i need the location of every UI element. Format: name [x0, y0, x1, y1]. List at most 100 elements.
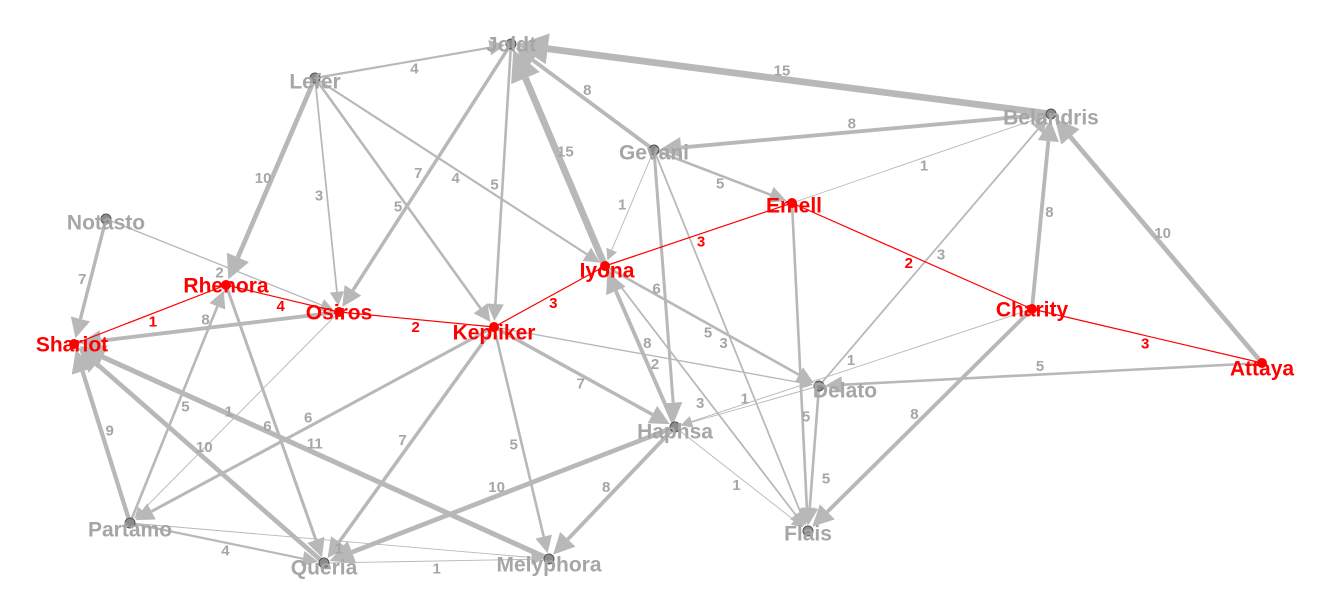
edge-line — [1030, 140, 1051, 310]
edge-charity-flais — [812, 307, 1034, 527]
edge-weight-label: 3 — [697, 234, 705, 251]
edge-line — [494, 43, 513, 305]
edge-line — [351, 43, 513, 292]
node-emell[interactable]: Emell — [766, 195, 822, 218]
edge-weight-label: 8 — [848, 116, 856, 133]
edge-line — [101, 354, 551, 562]
edge-weight-label: 5 — [716, 175, 724, 192]
arrowhead — [1037, 119, 1059, 143]
edge-line — [492, 326, 545, 537]
edge-line — [95, 362, 326, 565]
edge-weight-label: 1 — [149, 313, 157, 330]
node-rhenora[interactable]: Rhenora — [183, 275, 269, 298]
edge-line — [680, 112, 1052, 150]
node-label: Belandris — [1003, 107, 1099, 130]
edge-emell-charity — [791, 202, 1033, 310]
edge-delato-flais — [801, 385, 821, 526]
edge-weight-label: 9 — [105, 423, 113, 440]
arrowhead — [473, 303, 491, 323]
edge-weight-label: 7 — [414, 165, 422, 182]
edge-line — [604, 264, 800, 376]
node-dot — [787, 198, 797, 208]
node-joldt[interactable]: Joldt — [486, 34, 536, 57]
arrowhead — [824, 376, 843, 394]
edge-weight-label: 4 — [221, 542, 230, 559]
edge-weight-label: 8 — [643, 335, 651, 352]
edge-gevani-iyona — [606, 149, 655, 261]
node-label: Gevani — [619, 142, 689, 165]
edge-haphsa-queria — [329, 424, 676, 564]
edge-haphsa-iyona — [606, 271, 677, 428]
node-dot — [334, 307, 344, 317]
edge-line — [653, 148, 771, 196]
node-charity[interactable]: Charity — [996, 299, 1069, 322]
arrowhead — [329, 291, 345, 307]
edge-weight-label: 5 — [802, 409, 810, 426]
node-gevani[interactable]: Gevani — [619, 142, 689, 165]
edge-line — [323, 558, 532, 564]
edge-line — [841, 361, 1263, 387]
edge-line — [314, 46, 490, 80]
edge-line — [493, 325, 654, 417]
edge-weight-label: 4 — [276, 298, 285, 315]
edge-line — [566, 425, 677, 541]
edge-weight-label: 10 — [255, 170, 272, 187]
edge-weight-label: 5 — [394, 199, 402, 216]
node-iyona[interactable]: Iyona — [580, 260, 635, 283]
node-melyphora[interactable]: Melyphora — [496, 553, 602, 577]
arrowhead — [1032, 118, 1048, 134]
edge-line — [611, 149, 655, 251]
edge-weight-label: 8 — [602, 479, 610, 496]
node-dot — [543, 553, 555, 565]
edge-line — [652, 149, 675, 403]
edge-line — [73, 284, 227, 345]
node-notasto[interactable]: Notasto — [67, 212, 145, 235]
node-flais[interactable]: Flais — [784, 523, 832, 546]
node-label: Iyona — [580, 260, 635, 283]
arrowhead — [1054, 118, 1080, 145]
node-label: Joldt — [486, 34, 536, 57]
arrowhead — [663, 401, 683, 422]
edge-charity-belandris — [1030, 119, 1059, 310]
arrowhead — [606, 247, 618, 261]
node-dot — [669, 421, 681, 433]
edge-weight-label: 5 — [510, 436, 518, 453]
edge-weight-label: 5 — [822, 471, 830, 488]
node-lefer[interactable]: Lefer — [289, 71, 340, 94]
arrowhead — [516, 33, 550, 65]
edge-delato-haphsa — [680, 385, 820, 428]
edge-charity-attaya — [1031, 308, 1263, 364]
edge-line — [604, 202, 793, 267]
edge-partamo-rhenora — [128, 290, 226, 524]
edge-weight-label: 15 — [557, 143, 574, 160]
node-delato[interactable]: Delato — [813, 380, 877, 403]
edge-line — [337, 325, 496, 544]
arrowhead — [535, 534, 552, 554]
node-haphsa[interactable]: Haphsa — [637, 421, 713, 444]
node-queria[interactable]: Queria — [291, 557, 358, 580]
edge-shariot-rhenora — [73, 284, 227, 345]
node-label: Flais — [784, 523, 832, 546]
node-partamo[interactable]: Partamo — [88, 517, 172, 542]
node-shariot[interactable]: Shariot — [36, 334, 108, 357]
node-kepliker[interactable]: Kepliker — [453, 322, 536, 345]
edge-line — [105, 218, 322, 306]
edge-kepliker-queria — [327, 325, 496, 559]
edge-kepliker-haphsa — [493, 325, 670, 425]
node-osiros[interactable]: Osiros — [306, 302, 373, 325]
edge-weight-label: 4 — [410, 60, 419, 77]
edge-line — [614, 290, 677, 428]
node-label: Lefer — [289, 71, 340, 94]
node-belandris[interactable]: Belandris — [1003, 107, 1099, 130]
edge-line — [691, 385, 820, 423]
node-label: Notasto — [67, 212, 145, 235]
edge-lefer-kepliker — [313, 77, 491, 323]
edge-weight-label: 7 — [78, 271, 86, 288]
edge-osiros-partamo — [134, 311, 340, 519]
edge-weight-label: 1 — [741, 390, 749, 407]
edge-line — [1031, 308, 1263, 364]
edge-joldt-osiros — [342, 43, 513, 307]
edge-weight-label: 7 — [398, 432, 406, 449]
node-attaya[interactable]: Attaya — [1230, 358, 1295, 381]
